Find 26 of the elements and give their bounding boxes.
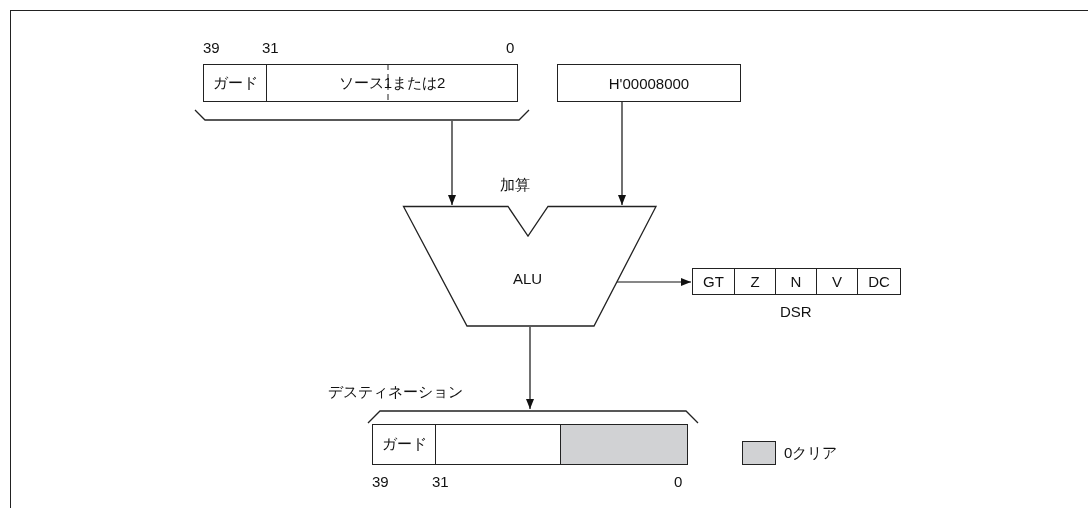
flag-field: DC [857, 268, 901, 295]
flag-field: Z [734, 268, 776, 295]
flag-field: GT [692, 268, 735, 295]
register-field [435, 424, 561, 465]
flag-field: V [816, 268, 858, 295]
alu-label: ALU [513, 270, 543, 288]
arrow [618, 101, 626, 206]
arrow [448, 120, 456, 206]
bit-number: 39 [203, 39, 220, 57]
arrow [616, 278, 692, 286]
register-title: デスティネーション [328, 383, 463, 401]
arrow [526, 326, 534, 410]
bit-number: 39 [372, 473, 389, 491]
bit-number: 31 [432, 473, 449, 491]
guard-field: ガード [203, 64, 267, 102]
register-name: DSR [780, 303, 812, 321]
bit-number: 31 [262, 39, 279, 57]
operation-label: 加算 [500, 176, 530, 194]
legend-label: 0クリア [784, 444, 838, 462]
bit-number: 0 [506, 39, 515, 57]
guard-field: ガード [372, 424, 436, 465]
cleared-field [560, 424, 688, 465]
flag-field: N [775, 268, 817, 295]
constant-box: H'00008000 [557, 64, 741, 102]
source-field: ソース1または2 [266, 64, 518, 102]
bit-number: 0 [674, 473, 683, 491]
